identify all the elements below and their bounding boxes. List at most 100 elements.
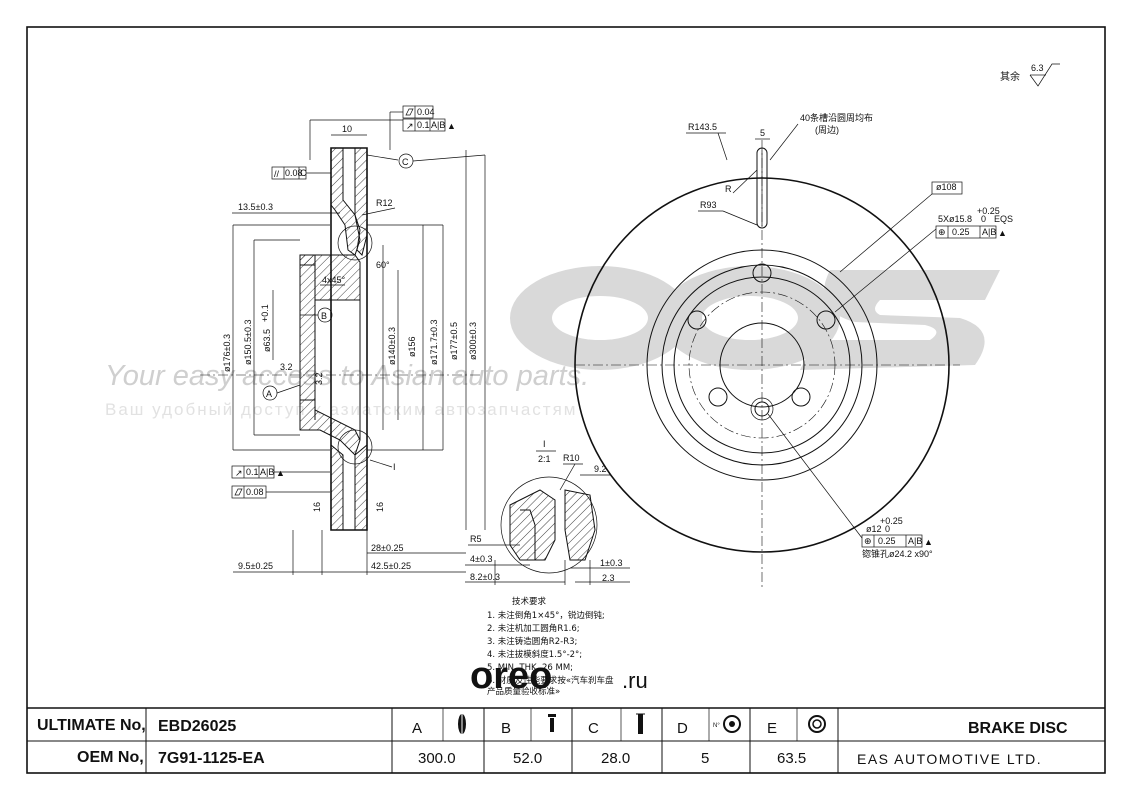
tol-frame-flatness: 0.04 (402, 105, 435, 119)
front-holes-eqs: EQS (994, 214, 1013, 224)
dim-d140: ø140±0.3 (387, 327, 397, 365)
dim-13-5: 13.5±0.3 (238, 202, 273, 212)
col-b-letter: B (501, 720, 511, 737)
oem-label: OEM No, (77, 749, 144, 766)
col-c-value: 28.0 (601, 750, 630, 767)
dim-28: 28±0.25 (371, 543, 403, 553)
title-block: ULTIMATE No, EBD26025 OEM No, 7G91-1125-… (27, 707, 1105, 773)
datum-c-label: C (402, 157, 409, 167)
front-slots-note: 40条槽沿圆周均布 (800, 112, 873, 123)
bolt-holes (687, 263, 836, 407)
tol-runout-bottom-ref: A|B (260, 467, 274, 477)
locating-hole (754, 401, 770, 417)
section-view: 0.04 ↗ 0.1 A|B ▲ 10 C // 0.08 (200, 105, 486, 575)
note-2: 2. 未注机加工圆角R1.6; (487, 623, 580, 634)
disc-inner-edge (646, 249, 878, 481)
detail-label-i: I (393, 462, 396, 472)
detail-4: 4±0.3 (470, 554, 492, 564)
tol-triangle-icon: ▲ (447, 121, 456, 131)
dim-d171: ø171.7±0.3 (429, 320, 439, 365)
dim-d156: ø156 (407, 336, 417, 357)
roughness-3-2-left: 3.2 (280, 362, 293, 372)
dim-42-5: 42.5±0.25 (371, 561, 411, 571)
note-3: 3. 未注铸造圆角R2-R3; (487, 636, 577, 647)
detail-view: I 2:1 R10 9.2 R5 4±0.3 8.2±0.3 1±0.3 2.3 (465, 439, 630, 585)
front-hole12: ø12 (866, 524, 882, 534)
radius-r12: R12 (376, 198, 393, 208)
watermark-slogan-ru: Ваш удобный доступ к азиатским автозапча… (105, 400, 577, 419)
technical-notes: 技术要求 1. 未注倒角1×45°，锐边倒钝; 2. 未注机加工圆角R1.6; … (487, 596, 614, 697)
oreo-wordmark: oreo (470, 655, 552, 697)
sheet-border (26, 26, 1106, 774)
disc-height-icon (548, 714, 556, 732)
oreo-suffix: .ru (622, 668, 648, 693)
front-slot-width: 5 (760, 128, 765, 138)
tol-runout-value: 0.1 (417, 120, 430, 130)
detail-title: I (543, 439, 546, 449)
dim-d63-tol: +0.1 (260, 304, 270, 322)
col-d-value: 5 (701, 750, 709, 767)
dim-d63: ø63.5 (262, 329, 272, 352)
tol-frame-runout-top: ↗ 0.1 A|B ▲ (402, 118, 456, 132)
dim-d176: ø176±0.3 (222, 334, 232, 372)
ultimate-value: EBD26025 (158, 718, 236, 735)
dim-d150: ø150.5±0.3 (243, 320, 253, 365)
front-hole12-ref: A|B (908, 536, 922, 546)
col-c-letter: C (588, 720, 599, 737)
front-r: R (725, 184, 732, 194)
bolt-holes-icon-label: N° (713, 723, 720, 729)
front-holes-ref: A|B (982, 227, 996, 237)
position-icon: ⊕ (938, 227, 946, 237)
dim-d300: ø300±0.3 (468, 322, 478, 360)
front-hole12-tol2: 0 (885, 524, 890, 534)
roughness-symbol: 其余 6.3 (1000, 63, 1060, 87)
parallel-icon: // (274, 169, 280, 179)
note-6: 6. 材质及性能要求按«汽车刹车盘 (487, 675, 614, 686)
roughness-label: 其余 (1000, 70, 1020, 83)
detail-8-2: 8.2±0.3 (470, 572, 500, 582)
diameter-dims: ø176±0.3 ø150.5±0.3 ø63.5 +0.1 ø140±0.3 … (222, 150, 478, 530)
tol-frame-flatness-bottom: 0.08 (231, 485, 267, 499)
runout-arrow-icon: ↗ (406, 121, 414, 131)
note-4: 4. 未注拔模斜度1.5°-2°; (487, 649, 582, 660)
front-holes: 5Xø15.8 (938, 214, 972, 224)
front-hole12-pos: 0.25 (878, 536, 896, 546)
col-e-value: 63.5 (777, 750, 806, 767)
dim-9-5: 9.5±0.25 (238, 561, 273, 571)
col-d-letter: D (677, 720, 688, 737)
front-holes-tol: +0.25 (977, 206, 1000, 216)
detail-r5: R5 (470, 534, 482, 544)
disc-thickness-icon (636, 713, 645, 734)
col-b-value: 52.0 (513, 750, 542, 767)
front-view: R143.5 5 40条槽沿圆周均布 (周边) R R93 ø108 5Xø15… (574, 112, 1013, 590)
tol-runout-bottom-value: 0.1 (246, 467, 259, 477)
col-e-letter: E (767, 720, 777, 737)
detail-2-3: 2.3 (602, 573, 615, 583)
detail-r10: R10 (563, 453, 580, 463)
tol-runout-ref: A|B (431, 120, 445, 130)
tol-flatness-value: 0.04 (417, 107, 435, 117)
tol-frame-parallel: // 0.08 C (271, 166, 307, 180)
oreo-logo-watermark: oreo .ru (470, 655, 648, 697)
tol-flat-bottom-value: 0.08 (246, 487, 264, 497)
bolt-holes-icon: N° (713, 715, 741, 733)
eas-logo-watermark (510, 266, 1000, 370)
watermark-slogan: Your easy access to Asian auto parts. (105, 360, 589, 392)
col-a-letter: A (412, 720, 422, 737)
note-1: 1. 未注倒角1×45°，锐边倒钝; (487, 610, 605, 621)
notes-title: 技术要求 (512, 596, 547, 607)
dim-width-10: 10 (342, 124, 352, 134)
note-5: 5. MIN. THK. 26 MM; (487, 663, 573, 673)
position-icon-2: ⊕ (864, 536, 872, 546)
tol-triangle-icon-front2: ▲ (924, 537, 933, 547)
company-name: EAS AUTOMOTIVE LTD. (857, 751, 1042, 767)
chamfer-4x45: 4x45° (322, 275, 346, 285)
detail-9-2: 9.2 (594, 464, 607, 474)
watermark: Your easy access to Asian auto parts. Ва… (105, 266, 1000, 697)
front-r143: R143.5 (688, 122, 717, 132)
tol-parallel-ref: C (300, 168, 307, 178)
dim-d177: ø177±0.5 (449, 322, 459, 360)
oem-value: 7G91-1125-EA (158, 750, 265, 767)
center-bore-icon (808, 715, 826, 733)
front-r93: R93 (700, 200, 717, 210)
